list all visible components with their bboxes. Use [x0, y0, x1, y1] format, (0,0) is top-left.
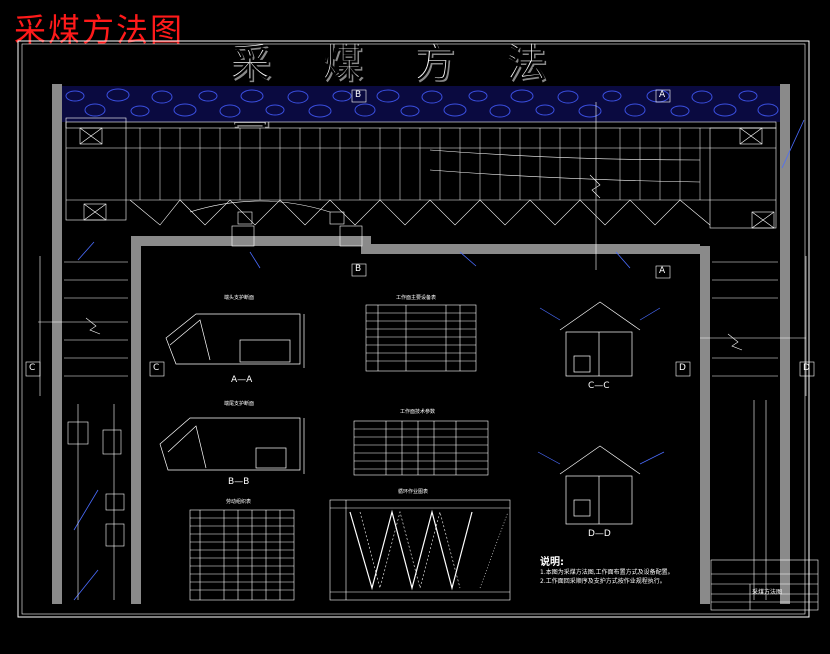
main-title: 采煤方法图 [230, 40, 598, 133]
notes-line-2: 2.工作面回采顺序及支护方式按作业规程执行。 [540, 578, 666, 585]
title-block-name: 采煤方法图 [752, 589, 783, 596]
marker-a-top: A [659, 90, 666, 100]
marker-b-top: B [355, 90, 362, 100]
heading-bb: 端尾支护断面 [224, 401, 255, 407]
support-verticals [139, 128, 701, 200]
notes-heading: 说明: [540, 557, 564, 568]
heading-equipment-table: 工作面主要设备表 [396, 295, 437, 301]
caption-bb: B—B [228, 477, 250, 487]
heading-aa: 端头支护断面 [224, 295, 255, 301]
caption-aa: A—A [231, 375, 253, 385]
marker-b-bottom: B [355, 264, 362, 274]
marker-d-right: D [803, 363, 810, 373]
marker-d-left: D [679, 363, 686, 373]
params-table [353, 420, 489, 476]
equipment-table [365, 304, 477, 372]
leader-lines [73, 119, 805, 601]
heading-labor-table: 劳动组织表 [226, 499, 252, 505]
cycle-chart [329, 499, 511, 601]
caption-cc: C—C [588, 381, 610, 391]
marker-c-right: C [153, 363, 160, 373]
notes-block: 说明: 1.本图为采煤方法图,工作面布置方式及设备配置。 2.工作面回采顺序及支… [540, 558, 700, 586]
notes-line-1: 1.本图为采煤方法图,工作面布置方式及设备配置。 [540, 569, 674, 576]
roadway-details [38, 256, 819, 611]
marker-boxes [25, 89, 815, 377]
inner-frame [21, 43, 806, 615]
labor-table [189, 509, 295, 601]
section-leaders [537, 307, 665, 465]
face-supports [65, 102, 777, 270]
roof-rock-band [62, 86, 780, 122]
caption-dd: D—D [588, 529, 611, 539]
marker-a-bottom: A [659, 266, 666, 276]
section-drawings [159, 301, 641, 525]
heading-params-table: 工作面技术参数 [400, 409, 436, 415]
roadway-walls [52, 84, 790, 604]
outer-frame [17, 40, 810, 618]
marker-c-left: C [29, 363, 36, 373]
heading-cycle-chart: 循环作业图表 [398, 489, 429, 495]
